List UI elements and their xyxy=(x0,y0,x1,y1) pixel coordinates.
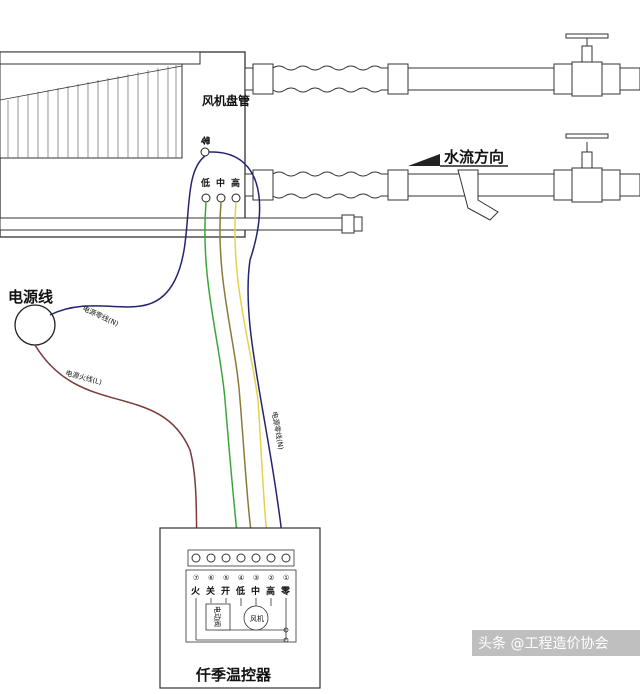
wire-fcu-neutral xyxy=(208,151,286,561)
terminal-number-6: ⑥ xyxy=(208,574,214,582)
terminal-mid-label: 中 xyxy=(216,177,225,189)
terminal-name-high: 高 xyxy=(266,585,275,597)
wire-high xyxy=(234,201,271,561)
power-cord: 电源线 xyxy=(8,288,56,346)
fcu-neutral-wire-label: 电源零线(N) xyxy=(270,411,286,451)
water-flow-arrow: 水流方向 xyxy=(408,148,508,167)
terminal-name-neutral: 零 xyxy=(280,586,291,597)
fan-coil-unit: 风机盘管 零 低 中 高 xyxy=(0,51,250,238)
fan-circle xyxy=(243,605,269,631)
terminal-number-1: ① xyxy=(283,574,289,582)
watermark: 头条 @工程造价协会 xyxy=(472,630,640,656)
fcu-title: 风机盘管 xyxy=(202,93,250,108)
power-live-wire-label: 电源火线(L) xyxy=(64,368,103,386)
watermark-text: 头条 @工程造价协会 xyxy=(478,635,608,652)
y-strainer xyxy=(457,169,499,221)
valve-box xyxy=(205,603,231,631)
fcu-terminal-mid xyxy=(216,193,226,203)
drain-pipe xyxy=(0,214,363,234)
valve-box-label: 电动阀 xyxy=(213,606,222,627)
thermostat-terminals xyxy=(191,553,291,563)
upper-pipe xyxy=(244,33,640,97)
lower-pipe xyxy=(244,133,640,221)
terminal-number-2: ② xyxy=(268,574,274,582)
terminal-name-on: 开 xyxy=(221,586,230,597)
fcu-neutral-terminal xyxy=(200,147,210,157)
fcu-terminal-high xyxy=(231,193,241,203)
wire-low xyxy=(204,201,241,561)
terminal-number-5: ⑤ xyxy=(223,574,229,582)
wires xyxy=(34,151,286,561)
fan-box-label: 风机 xyxy=(250,614,264,623)
terminal-low-label: 低 xyxy=(200,177,210,189)
thermostat: ⑦ ⑥ ⑤ ④ ③ ② ① 火 关 开 低 中 高 零 电动阀 风机 仟季温 xyxy=(159,527,321,689)
fcu-terminal-low xyxy=(201,193,211,203)
wire-mid xyxy=(219,201,256,561)
water-flow-label: 水流方向 xyxy=(444,148,504,166)
wire-power-neutral xyxy=(49,155,206,316)
terminal-number-7: ⑦ xyxy=(193,574,199,582)
coil-fins xyxy=(7,65,177,158)
neutral-terminal-label: 零 xyxy=(199,135,210,146)
thermostat-title: 仟季温控器 xyxy=(195,666,272,684)
power-neutral-wire-label: 电源零线(N) xyxy=(81,304,120,329)
terminal-number-4: ④ xyxy=(238,574,244,582)
power-cord-label: 电源线 xyxy=(8,288,53,306)
terminal-high-label: 高 xyxy=(231,177,240,189)
terminal-name-live: 火 xyxy=(191,586,201,597)
terminal-name-off: 关 xyxy=(206,585,215,597)
wire-power-live xyxy=(34,344,198,561)
terminal-name-low: 低 xyxy=(235,585,245,597)
terminal-name-mid: 中 xyxy=(251,585,260,597)
terminal-number-3: ③ xyxy=(253,574,259,582)
